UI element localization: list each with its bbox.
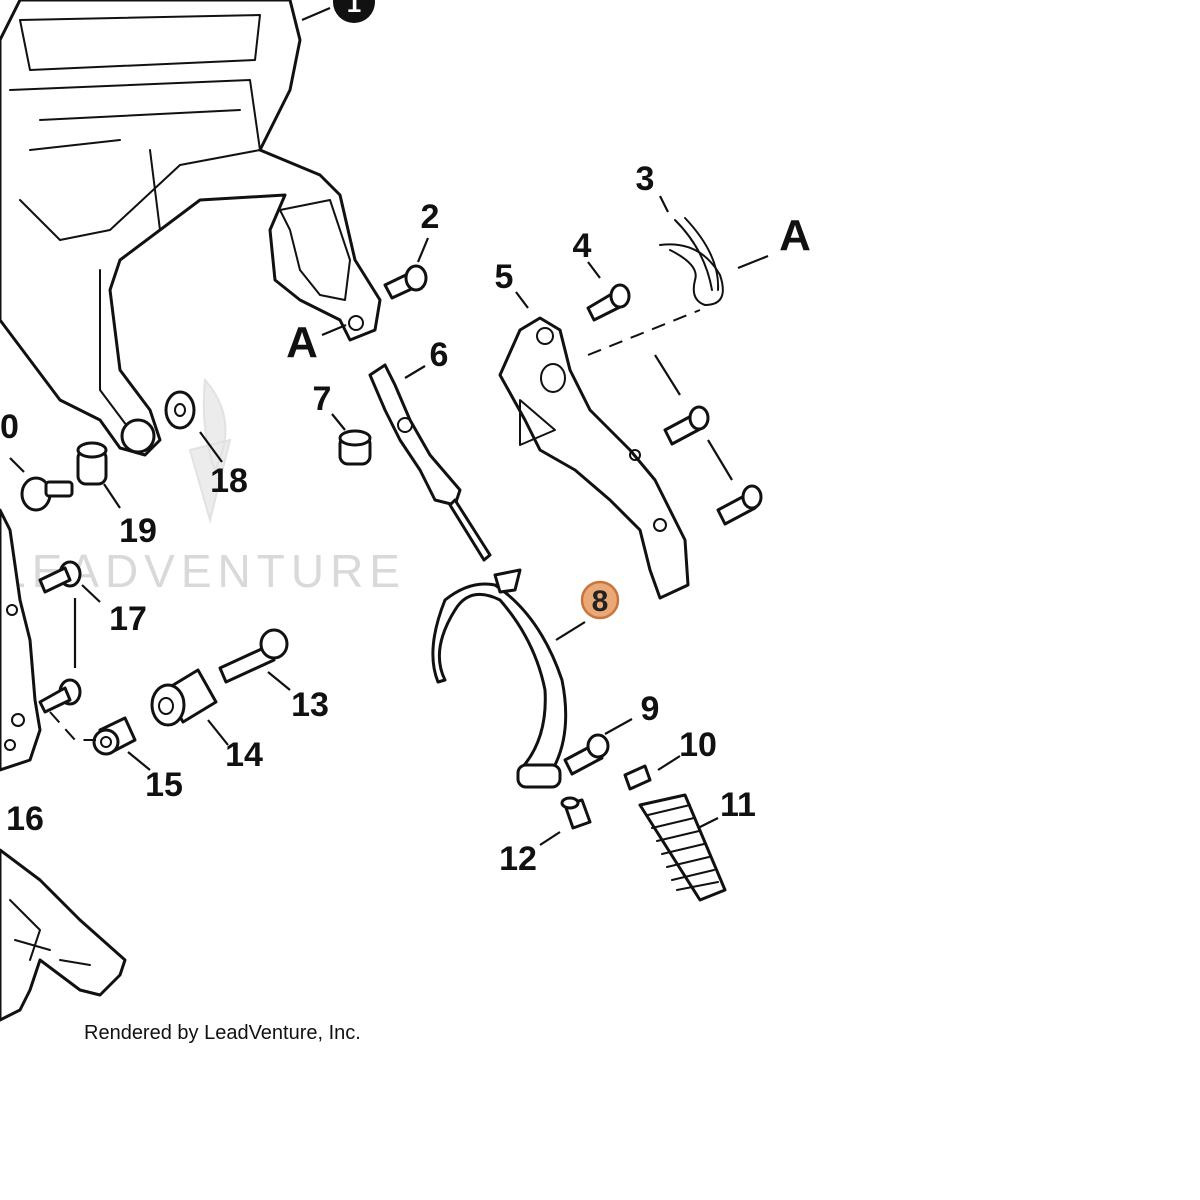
spacer-part-15 (92, 716, 137, 756)
callout-3[interactable]: 3 (636, 160, 655, 198)
callout-2[interactable]: 2 (421, 198, 440, 236)
lower-housing-part (0, 848, 127, 1022)
bracket-part-16 (0, 508, 42, 772)
callout-7[interactable]: 7 (313, 380, 332, 418)
callout-8-label: 8 (592, 585, 609, 618)
callout-12[interactable]: 12 (499, 840, 537, 878)
washer-part-18 (164, 390, 196, 430)
callout-1[interactable]: 1 (333, 0, 375, 23)
spring-part-11 (638, 793, 727, 902)
brake-band-part-8 (431, 568, 568, 789)
callout-15[interactable]: 15 (145, 766, 183, 804)
bushing-part-14 (150, 668, 218, 727)
clip-part-3 (659, 217, 724, 306)
callout-8-highlighted[interactable]: 8 (580, 580, 620, 620)
callout-9[interactable]: 9 (641, 690, 660, 728)
bracket-part-5 (498, 316, 690, 600)
nut-part-10 (623, 764, 652, 791)
callout-1-label: 1 (347, 0, 361, 18)
bolt-part-2 (383, 264, 428, 300)
alignment-line (587, 309, 701, 356)
bushing-part-19 (76, 441, 108, 486)
callout-10[interactable]: 10 (679, 726, 717, 764)
callout-6[interactable]: 6 (430, 336, 449, 374)
bolt-part-17-lower (38, 678, 82, 714)
callout-19[interactable]: 19 (119, 512, 157, 550)
bushing-part-7 (338, 429, 372, 466)
lever-part-6 (368, 363, 492, 562)
render-credit: Rendered by LeadVenture, Inc. (84, 1022, 361, 1044)
callout-17[interactable]: 17 (109, 600, 147, 638)
screw-part-12 (560, 796, 592, 830)
callout-11[interactable]: 11 (720, 786, 756, 824)
callout-5[interactable]: 5 (495, 258, 514, 296)
screw-part-5-upper (663, 405, 710, 446)
screw-part-4 (586, 283, 631, 322)
callout-14[interactable]: 14 (225, 736, 263, 774)
section-mark-a-left[interactable]: A (286, 318, 318, 367)
callout-13[interactable]: 13 (291, 686, 329, 724)
screw-part-5-lower (716, 484, 763, 526)
section-mark-a-right[interactable]: A (779, 211, 811, 260)
callout-10-partial[interactable]: 10 (0, 408, 19, 446)
callout-16[interactable]: 16 (6, 800, 44, 838)
screw-part-9 (563, 733, 610, 776)
callout-18[interactable]: 18 (210, 462, 248, 500)
callout-4[interactable]: 4 (573, 227, 592, 265)
bolt-part-17-upper (38, 560, 82, 594)
housing-part (0, 0, 382, 457)
bolt-part-13 (218, 628, 289, 684)
leader-lines (9, 195, 719, 846)
bolt-part-left (20, 476, 74, 512)
